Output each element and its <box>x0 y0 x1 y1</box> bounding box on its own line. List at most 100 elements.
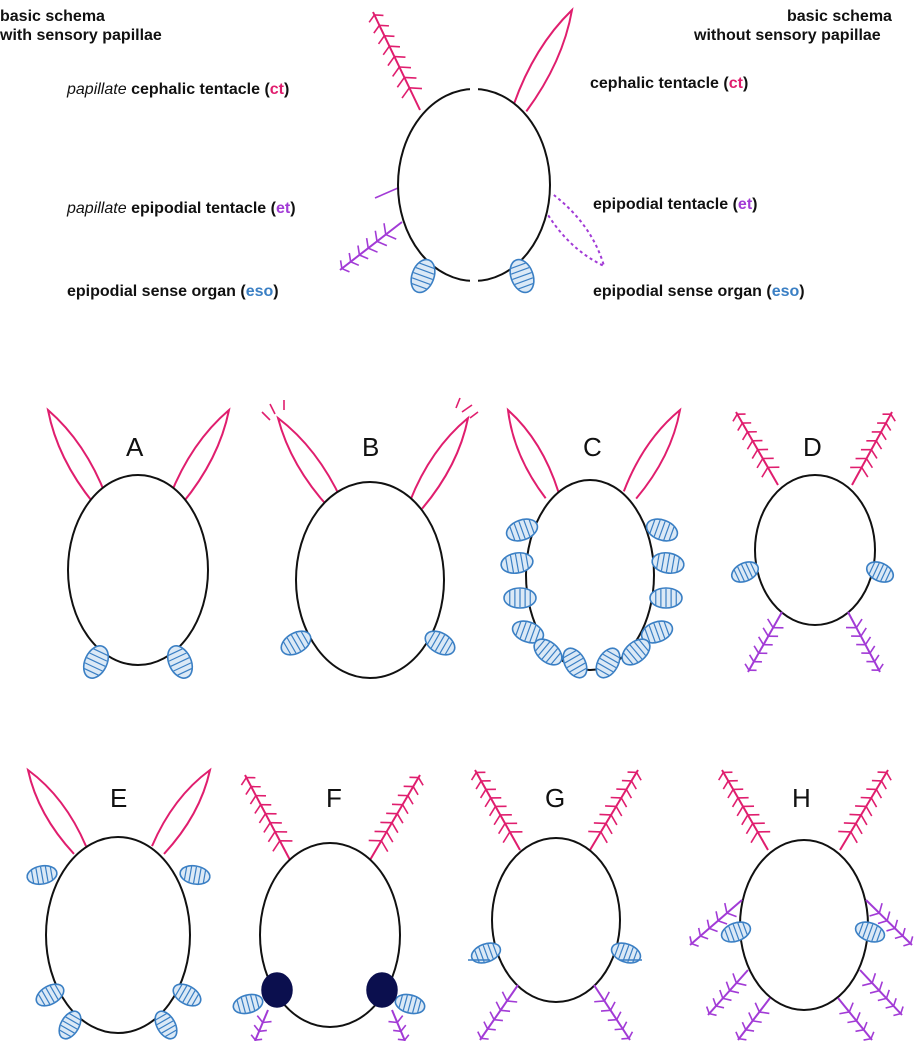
sense-organ-left-2-stripe <box>54 984 63 997</box>
cephalic-tentacle-left-axis <box>735 411 779 486</box>
sense-organ-right-4-stripe <box>663 621 670 636</box>
epipodial-tentacle-right-upper-papilla <box>869 912 880 917</box>
epipodial-tentacle-left-upper-axis <box>689 899 743 946</box>
left-eso-abbr: eso <box>245 283 274 300</box>
sense-organ-right-stripe <box>858 922 864 935</box>
left-ct-close: ) <box>284 81 290 98</box>
schema-body-outline <box>397 88 551 282</box>
epipodial-tentacle-left-papilla <box>500 1009 511 1013</box>
sense-organ-right <box>424 630 456 656</box>
sense-organ-left-4-stripe <box>529 625 537 643</box>
sense-organ-right-stripe <box>402 995 408 1011</box>
cephalic-tentacle-right-axis <box>589 769 639 851</box>
sense-organ-right-stripe <box>170 657 190 667</box>
epipodial-tentacle-left-papilla <box>766 618 774 629</box>
papillate-cephalic-tentacle-papilla <box>379 24 389 27</box>
sense-organ-right-5-stripe <box>633 641 646 656</box>
sense-organ-left-6-stripe <box>563 650 577 659</box>
sense-organ-right-stripe <box>434 634 446 652</box>
sense-organ-right-2 <box>651 551 685 575</box>
epipodial-tentacle-right-papilla <box>860 627 867 637</box>
epipodial-tentacle-right-lower-papilla <box>855 1029 864 1033</box>
head-gap <box>470 84 478 92</box>
cephalic-tentacle-right-papilla <box>875 440 883 450</box>
left-eso-label: epipodial sense organ (eso) <box>67 283 279 301</box>
epipodial-tentacle-right-papilla <box>878 663 884 671</box>
cephalic-tentacle-right-papilla <box>396 813 404 824</box>
cephalic-tentacle-left <box>46 407 108 505</box>
epipodial-tentacle-right-papilla <box>397 1038 405 1041</box>
sense-organ-left-stripe <box>492 943 498 956</box>
cephalic-tentacle-right-papilla <box>880 780 887 790</box>
papillate-cephalic-tentacle-papilla <box>377 35 386 45</box>
sense-organ-left-3-stripe <box>68 1012 81 1021</box>
sense-organ-left-2-stripe <box>509 555 515 573</box>
cephalic-tentacle-left-papilla <box>746 440 754 450</box>
sense-organ-right-2-stripe <box>660 553 666 571</box>
sense-organ-left-stripe <box>240 997 246 1013</box>
epipodial-tentacle-right-upper-papilla <box>886 927 896 932</box>
epipodial-tentacle-left-papilla <box>757 636 765 646</box>
sense-organ-right-4-stripe <box>648 625 656 643</box>
left-eso-close: ) <box>273 283 279 300</box>
sense-organ-right-stripe <box>871 926 878 942</box>
sense-organ-right-stripe <box>866 924 874 940</box>
epipodial-tentacle-right-papilla <box>594 1000 605 1003</box>
sense-organ-right-stripe <box>876 929 882 942</box>
schema-sense-organ-right-stripe <box>510 262 526 269</box>
panel-label-g: G <box>545 783 566 813</box>
epipodial-tentacle-right-lower-axis <box>837 997 873 1041</box>
cephalic-tentacle-right-papilla <box>610 814 618 826</box>
papillate-epipodial-tentacle-papilla <box>365 237 370 249</box>
sense-organ-right-stripe <box>880 566 888 582</box>
epipodial-tentacle-right-middle-papilla <box>877 997 887 1002</box>
sense-organ-right-1-stripe <box>653 519 661 537</box>
sense-organ-right-stripe <box>872 562 880 578</box>
sense-organ-right <box>865 561 895 583</box>
panel-c-figure <box>500 407 685 679</box>
epipodial-tentacle-left-lower-papilla <box>759 1011 770 1015</box>
sense-organ-right-1-stripe <box>668 526 675 541</box>
cephalic-tentacle-right-papilla <box>401 804 409 815</box>
panel-label-d: D <box>803 432 822 462</box>
cephalic-tentacle-right-papilla <box>870 797 878 808</box>
epipodial-tentacle-left-lower-papilla <box>745 1029 755 1032</box>
sense-organ-left-stripe <box>295 632 306 649</box>
cephalic-tentacle-left-papilla <box>497 822 506 835</box>
epipodial-tentacle-right-papilla <box>855 618 863 629</box>
body-outline <box>525 479 655 671</box>
sense-organ-right-4 <box>640 620 674 644</box>
sense-organ-right-6-stripe <box>596 667 610 676</box>
epipodial-tentacle-left-papilla <box>256 1015 264 1024</box>
cephalic-tentacle-right-papilla <box>600 831 608 844</box>
cephalic-tentacle-right-papilla <box>850 831 858 844</box>
epipodial-tentacle-left-upper-papilla <box>689 936 693 944</box>
cephalic-tentacle-left-papilla <box>731 797 739 808</box>
cephalic-tentacle-right <box>408 415 470 510</box>
sense-organ-left-1-stripe <box>49 866 54 880</box>
cephalic-tentacle-right-papilla <box>605 822 613 835</box>
epipodial-tentacle-left-axis <box>254 1009 269 1041</box>
sense-organ-left <box>82 645 110 679</box>
sense-organ-left-1-stripe <box>513 523 521 541</box>
papillate-epipodial-tentacle-papilla <box>350 261 360 267</box>
sense-organ-left-1-stripe <box>44 866 49 882</box>
epipodial-tentacle-left-upper-papilla <box>708 927 718 933</box>
cephalic-tentacle-left <box>276 415 343 510</box>
right-eso-abbr: eso <box>771 283 800 300</box>
cephalic-tentacle-left-papilla <box>249 795 257 805</box>
sense-organ-right-3-stripe <box>155 1012 168 1021</box>
epipodial-tentacle-left-lower-papilla <box>752 1020 762 1024</box>
sense-organ-left-2-stripe <box>505 557 509 572</box>
sense-organ-right-stripe <box>614 943 620 956</box>
sense-organ-right-1-stripe <box>663 523 671 541</box>
epipodial-tentacle-right-papilla <box>400 1024 407 1032</box>
sense-organ-right-6-stripe <box>599 657 617 669</box>
cephalic-tentacle <box>512 7 574 112</box>
papillate-cephalic-tentacle-papilla <box>394 55 406 59</box>
papillate-epipodial-tentacle-papilla <box>359 254 369 260</box>
sense-organ-right-stripe <box>884 569 892 582</box>
cephalic-tentacle-left <box>506 407 560 499</box>
left-eso-text: epipodial sense organ ( <box>67 283 246 300</box>
sense-organ-left-stripe <box>86 657 106 667</box>
